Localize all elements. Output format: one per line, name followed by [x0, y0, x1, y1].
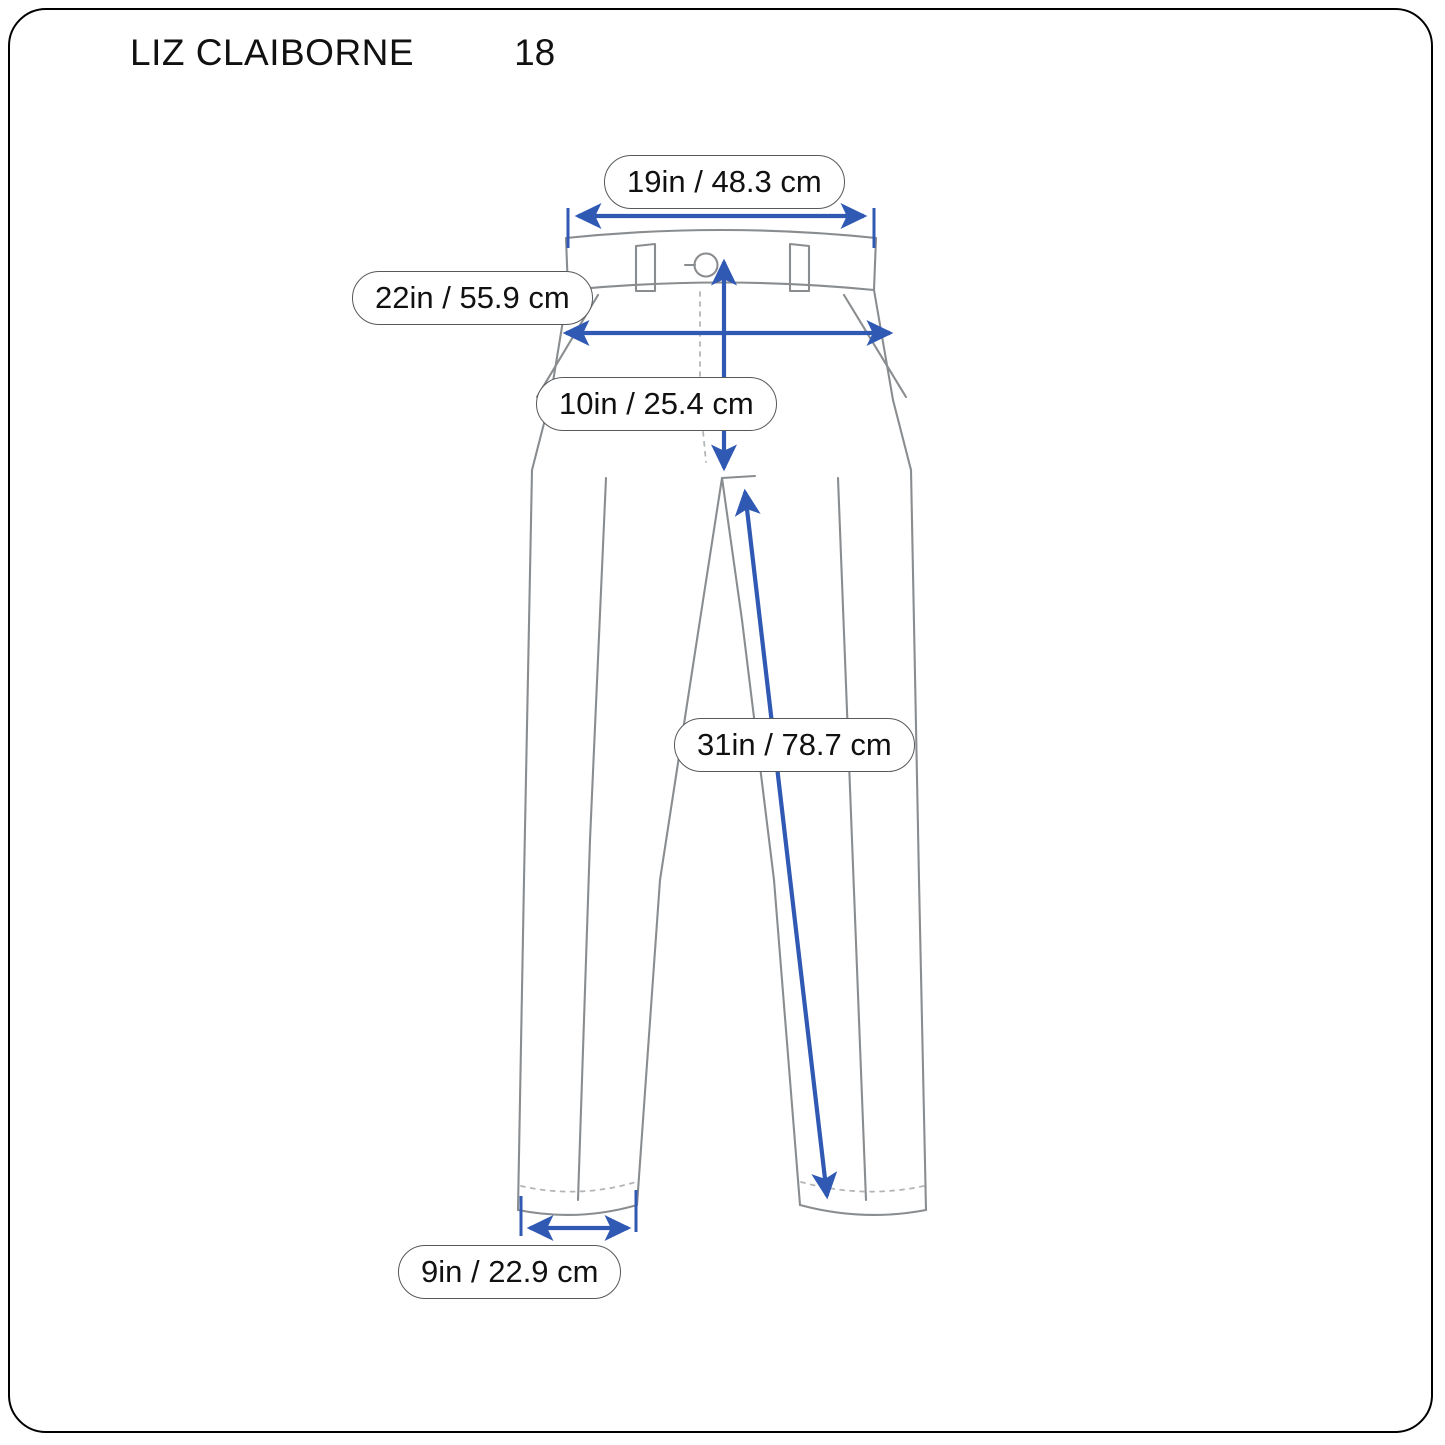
waistband-button	[693, 252, 719, 278]
size-value: 18	[514, 32, 556, 73]
left-inseam-edge	[635, 476, 724, 1207]
card-frame	[8, 8, 1433, 1433]
inseam-arrow-line	[734, 488, 838, 1200]
header: LIZ CLAIBORNE 18	[130, 32, 555, 74]
belt-loop-right	[788, 242, 811, 293]
waistband-right-edge	[872, 236, 878, 292]
measurement-label-rise-text: 10in / 25.4 cm	[559, 386, 754, 421]
measurement-label-inseam-text: 31in / 78.7 cm	[697, 727, 892, 762]
right-side-seam-upper	[872, 288, 913, 472]
right-leg-hem-edge	[798, 1203, 928, 1217]
left-hem-cuff-line	[520, 1181, 637, 1193]
left-leg-hem-edge	[516, 1203, 639, 1217]
measurement-label-hem-text: 9in / 22.9 cm	[421, 1254, 599, 1289]
crotch-tick	[720, 474, 757, 480]
right-leg-outer-edge	[909, 468, 928, 1212]
fly-stitch-line	[699, 291, 707, 463]
measurement-label-inseam: 31in / 78.7 cm	[674, 718, 915, 772]
waistband-top-edge	[564, 228, 878, 240]
measurement-label-hip-text: 22in / 55.9 cm	[375, 280, 570, 315]
right-crease-line	[836, 476, 868, 1202]
brand-name: LIZ CLAIBORNE	[130, 32, 415, 73]
measurement-label-hip: 22in / 55.9 cm	[352, 271, 593, 325]
measurement-label-hem: 9in / 22.9 cm	[398, 1245, 622, 1299]
belt-loop-left	[634, 242, 657, 293]
measurement-label-waist: 19in / 48.3 cm	[604, 155, 845, 209]
left-leg-outer-edge	[516, 468, 534, 1212]
measurement-label-rise: 10in / 25.4 cm	[536, 377, 777, 431]
measurement-arrows-group	[519, 202, 894, 1242]
left-crease-line	[576, 476, 608, 1202]
right-pocket-slant	[842, 293, 908, 399]
right-hem-cuff-line	[800, 1181, 925, 1193]
waistband-bottom-edge	[566, 281, 876, 292]
measurement-label-waist-text: 19in / 48.3 cm	[627, 164, 822, 199]
right-inseam-edge	[720, 476, 802, 1207]
